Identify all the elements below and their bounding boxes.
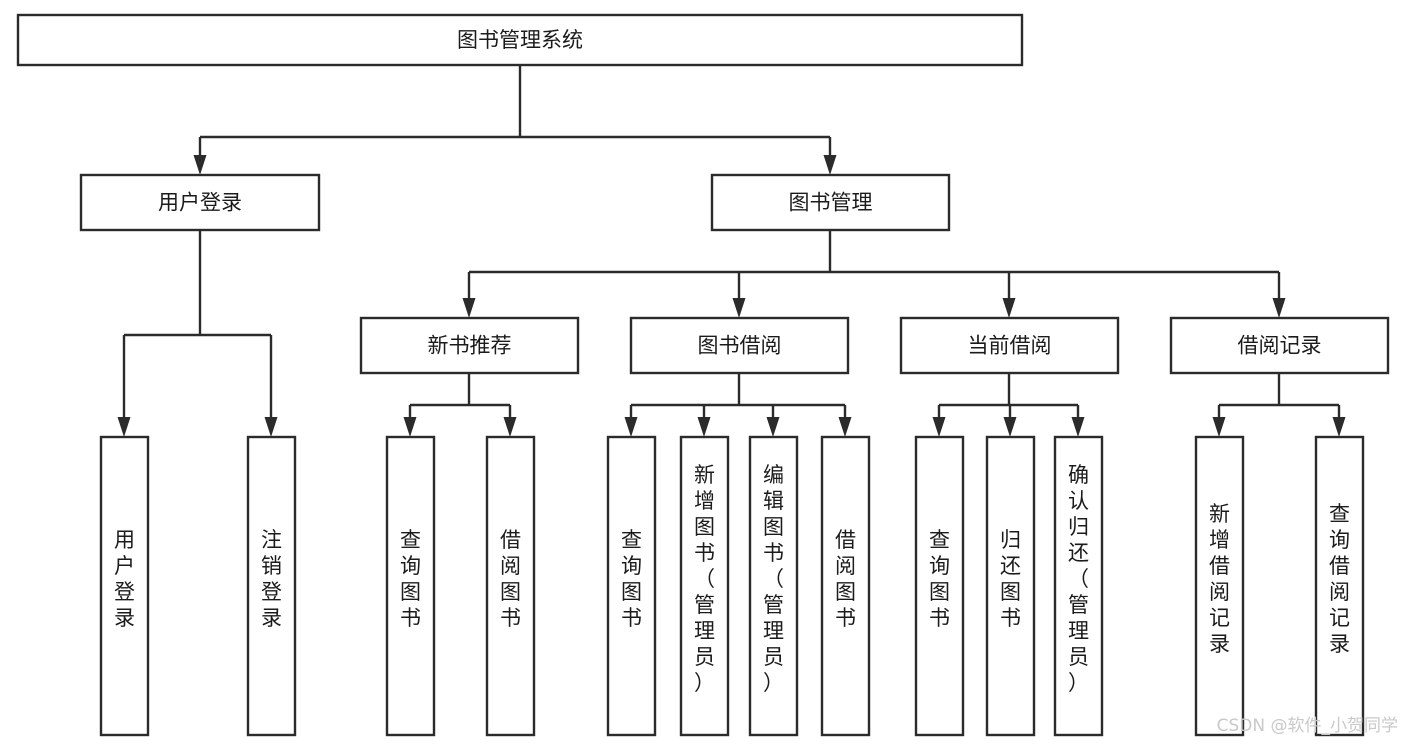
arrow-head-icon bbox=[1003, 417, 1017, 437]
node-leaf-add-book[interactable]: 新增图书（管理员） bbox=[679, 435, 730, 737]
node-new-book-rec[interactable]: 新书推荐 bbox=[359, 316, 580, 375]
arrow-head-icon bbox=[766, 417, 780, 437]
node-box[interactable] bbox=[914, 435, 965, 737]
node-box[interactable] bbox=[985, 435, 1036, 737]
node-label: 图书管理系统 bbox=[457, 28, 583, 52]
arrow-head-icon bbox=[264, 417, 278, 437]
node-leaf-borrow-book-bb[interactable]: 借阅图书 bbox=[820, 435, 871, 737]
node-leaf-confirm-return[interactable]: 确认归还（管理员） bbox=[1053, 435, 1104, 737]
node-leaf-logout[interactable]: 注销登录 bbox=[246, 435, 297, 737]
node-leaf-borrow-book-rec[interactable]: 借阅图书 bbox=[485, 435, 536, 737]
arrow-head-icon bbox=[462, 298, 476, 318]
node-box[interactable] bbox=[1314, 435, 1365, 737]
node-label: 用户登录 bbox=[158, 191, 242, 215]
node-box[interactable] bbox=[79, 173, 321, 232]
node-box[interactable] bbox=[899, 316, 1120, 375]
node-leaf-add-record[interactable]: 新增借阅记录 bbox=[1194, 435, 1245, 737]
arrow-head-icon bbox=[1071, 417, 1085, 437]
node-leaf-query-book-cb[interactable]: 查询图书 bbox=[914, 435, 965, 737]
node-box[interactable] bbox=[748, 435, 799, 737]
arrow-head-icon bbox=[838, 417, 852, 437]
node-root[interactable]: 图书管理系统 bbox=[16, 13, 1024, 67]
connector-group bbox=[1212, 373, 1346, 437]
node-label: 查询借阅记录 bbox=[1329, 502, 1350, 656]
node-box[interactable] bbox=[99, 435, 150, 737]
node-box[interactable] bbox=[246, 435, 297, 737]
connector-group bbox=[624, 373, 852, 437]
node-label: 新增借阅记录 bbox=[1209, 502, 1230, 656]
node-label: 用户登录 bbox=[114, 528, 135, 630]
node-box[interactable] bbox=[629, 316, 850, 375]
node-label: 查询图书 bbox=[621, 528, 642, 630]
node-layer: 图书管理系统用户登录图书管理新书推荐图书借阅当前借阅借阅记录用户登录注销登录查询… bbox=[16, 13, 1390, 737]
node-label: 注销登录 bbox=[261, 528, 282, 630]
node-label: 归还图书 bbox=[1000, 528, 1021, 630]
node-leaf-query-book-bb[interactable]: 查询图书 bbox=[606, 435, 657, 737]
watermark-layer: CSDN @软件_小贺同学 bbox=[1217, 716, 1398, 736]
node-box[interactable] bbox=[1169, 316, 1390, 375]
arrow-head-icon bbox=[823, 155, 837, 175]
arrow-head-icon bbox=[403, 417, 417, 437]
connector-group bbox=[932, 373, 1085, 437]
arrow-head-icon bbox=[932, 417, 946, 437]
node-label: 新书推荐 bbox=[428, 334, 512, 358]
node-box[interactable] bbox=[606, 435, 657, 737]
node-leaf-return-book[interactable]: 归还图书 bbox=[985, 435, 1036, 737]
node-label: 查询图书 bbox=[929, 528, 950, 630]
node-label: 图书管理 bbox=[789, 191, 873, 215]
node-leaf-query-book-rec[interactable]: 查询图书 bbox=[385, 435, 436, 737]
node-user-login[interactable]: 用户登录 bbox=[79, 173, 321, 232]
arrow-head-icon bbox=[1212, 417, 1226, 437]
node-current-borrow[interactable]: 当前借阅 bbox=[899, 316, 1120, 375]
node-leaf-user-login[interactable]: 用户登录 bbox=[99, 435, 150, 737]
node-label: 查询图书 bbox=[400, 528, 421, 630]
node-box[interactable] bbox=[679, 435, 730, 737]
connector-layer bbox=[117, 65, 1346, 437]
node-label: 借阅图书 bbox=[500, 528, 521, 630]
node-leaf-query-record[interactable]: 查询借阅记录 bbox=[1314, 435, 1365, 737]
node-label: 确认归还（管理员） bbox=[1068, 463, 1089, 695]
node-box[interactable] bbox=[1053, 435, 1104, 737]
arrow-head-icon bbox=[1332, 417, 1346, 437]
node-box[interactable] bbox=[820, 435, 871, 737]
node-book-borrow[interactable]: 图书借阅 bbox=[629, 316, 850, 375]
arrow-head-icon bbox=[503, 417, 517, 437]
node-box[interactable] bbox=[710, 173, 951, 232]
node-box[interactable] bbox=[359, 316, 580, 375]
arrow-head-icon bbox=[117, 417, 131, 437]
node-label: 编辑图书（管理员） bbox=[763, 463, 784, 695]
arrow-head-icon bbox=[1272, 298, 1286, 318]
node-box[interactable] bbox=[16, 13, 1024, 67]
arrow-head-icon bbox=[193, 155, 207, 175]
csdn-watermark: CSDN @软件_小贺同学 bbox=[1217, 716, 1398, 736]
arrow-head-icon bbox=[1002, 298, 1016, 318]
connector-group bbox=[117, 230, 278, 437]
node-box[interactable] bbox=[1194, 435, 1245, 737]
arrow-head-icon bbox=[732, 298, 746, 318]
node-label: 当前借阅 bbox=[968, 334, 1052, 358]
node-box[interactable] bbox=[385, 435, 436, 737]
node-box[interactable] bbox=[485, 435, 536, 737]
node-borrow-record[interactable]: 借阅记录 bbox=[1169, 316, 1390, 375]
connector-group bbox=[403, 373, 517, 437]
connector-group bbox=[193, 65, 837, 175]
arrow-head-icon bbox=[697, 417, 711, 437]
node-label: 新增图书（管理员） bbox=[694, 463, 715, 695]
node-label: 借阅图书 bbox=[835, 528, 856, 630]
node-label: 借阅记录 bbox=[1238, 334, 1322, 358]
node-leaf-edit-book[interactable]: 编辑图书（管理员） bbox=[748, 435, 799, 737]
node-book-manage[interactable]: 图书管理 bbox=[710, 173, 951, 232]
connector-group bbox=[462, 230, 1286, 318]
arrow-head-icon bbox=[624, 417, 638, 437]
node-label: 图书借阅 bbox=[698, 334, 782, 358]
